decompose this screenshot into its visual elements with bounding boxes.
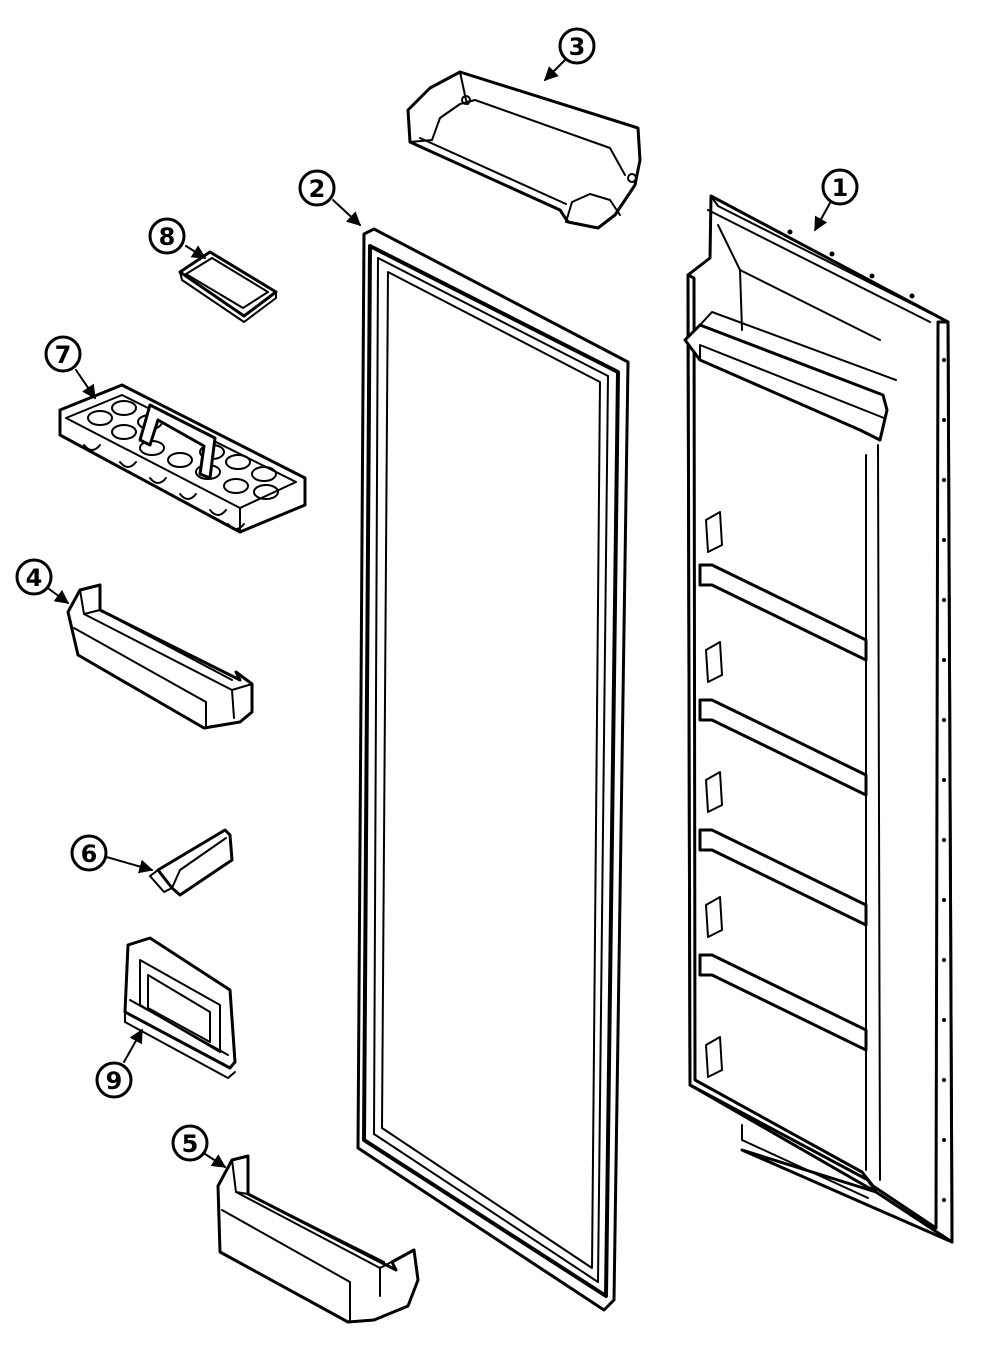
callout-8-label: 8 xyxy=(159,223,176,251)
door-liner-part xyxy=(683,194,954,1244)
callout-9-label: 9 xyxy=(106,1067,123,1095)
lower-door-bin-part xyxy=(216,1154,420,1324)
callout-1-label: 1 xyxy=(832,174,849,202)
callout-leader-7 xyxy=(75,369,96,400)
callout-leader-4 xyxy=(44,585,70,604)
callout-9: 9 xyxy=(95,1061,133,1099)
small-tray-part xyxy=(178,250,278,323)
callout-leader-1 xyxy=(814,202,831,232)
callout-8: 8 xyxy=(148,217,186,255)
callout-leader-9 xyxy=(123,1028,143,1063)
callout-7-label: 7 xyxy=(55,341,72,369)
upper-door-bin-part xyxy=(66,583,254,730)
callout-leader-3 xyxy=(544,59,566,81)
door-gasket-part xyxy=(356,227,630,1312)
callout-2: 2 xyxy=(298,169,336,207)
door-module-part xyxy=(123,936,237,1079)
callout-4: 4 xyxy=(15,558,53,596)
callout-7: 7 xyxy=(44,335,82,373)
egg-tray-part xyxy=(58,383,307,534)
callout-6-label: 6 xyxy=(81,840,98,868)
callout-4-label: 4 xyxy=(26,564,43,592)
callout-leader-2 xyxy=(332,199,362,226)
callout-2-label: 2 xyxy=(309,175,326,203)
callout-leader-5 xyxy=(201,1151,227,1168)
dairy-door-part xyxy=(406,70,642,230)
callout-leader-8 xyxy=(185,245,207,259)
callout-1: 1 xyxy=(821,168,859,206)
callout-5-label: 5 xyxy=(182,1130,199,1158)
callout-3: 3 xyxy=(558,27,596,65)
callout-3-label: 3 xyxy=(569,33,586,61)
callout-6: 6 xyxy=(70,834,108,872)
divider-part xyxy=(149,828,234,897)
callout-5: 5 xyxy=(171,1124,209,1162)
callout-leader-6 xyxy=(102,855,154,874)
